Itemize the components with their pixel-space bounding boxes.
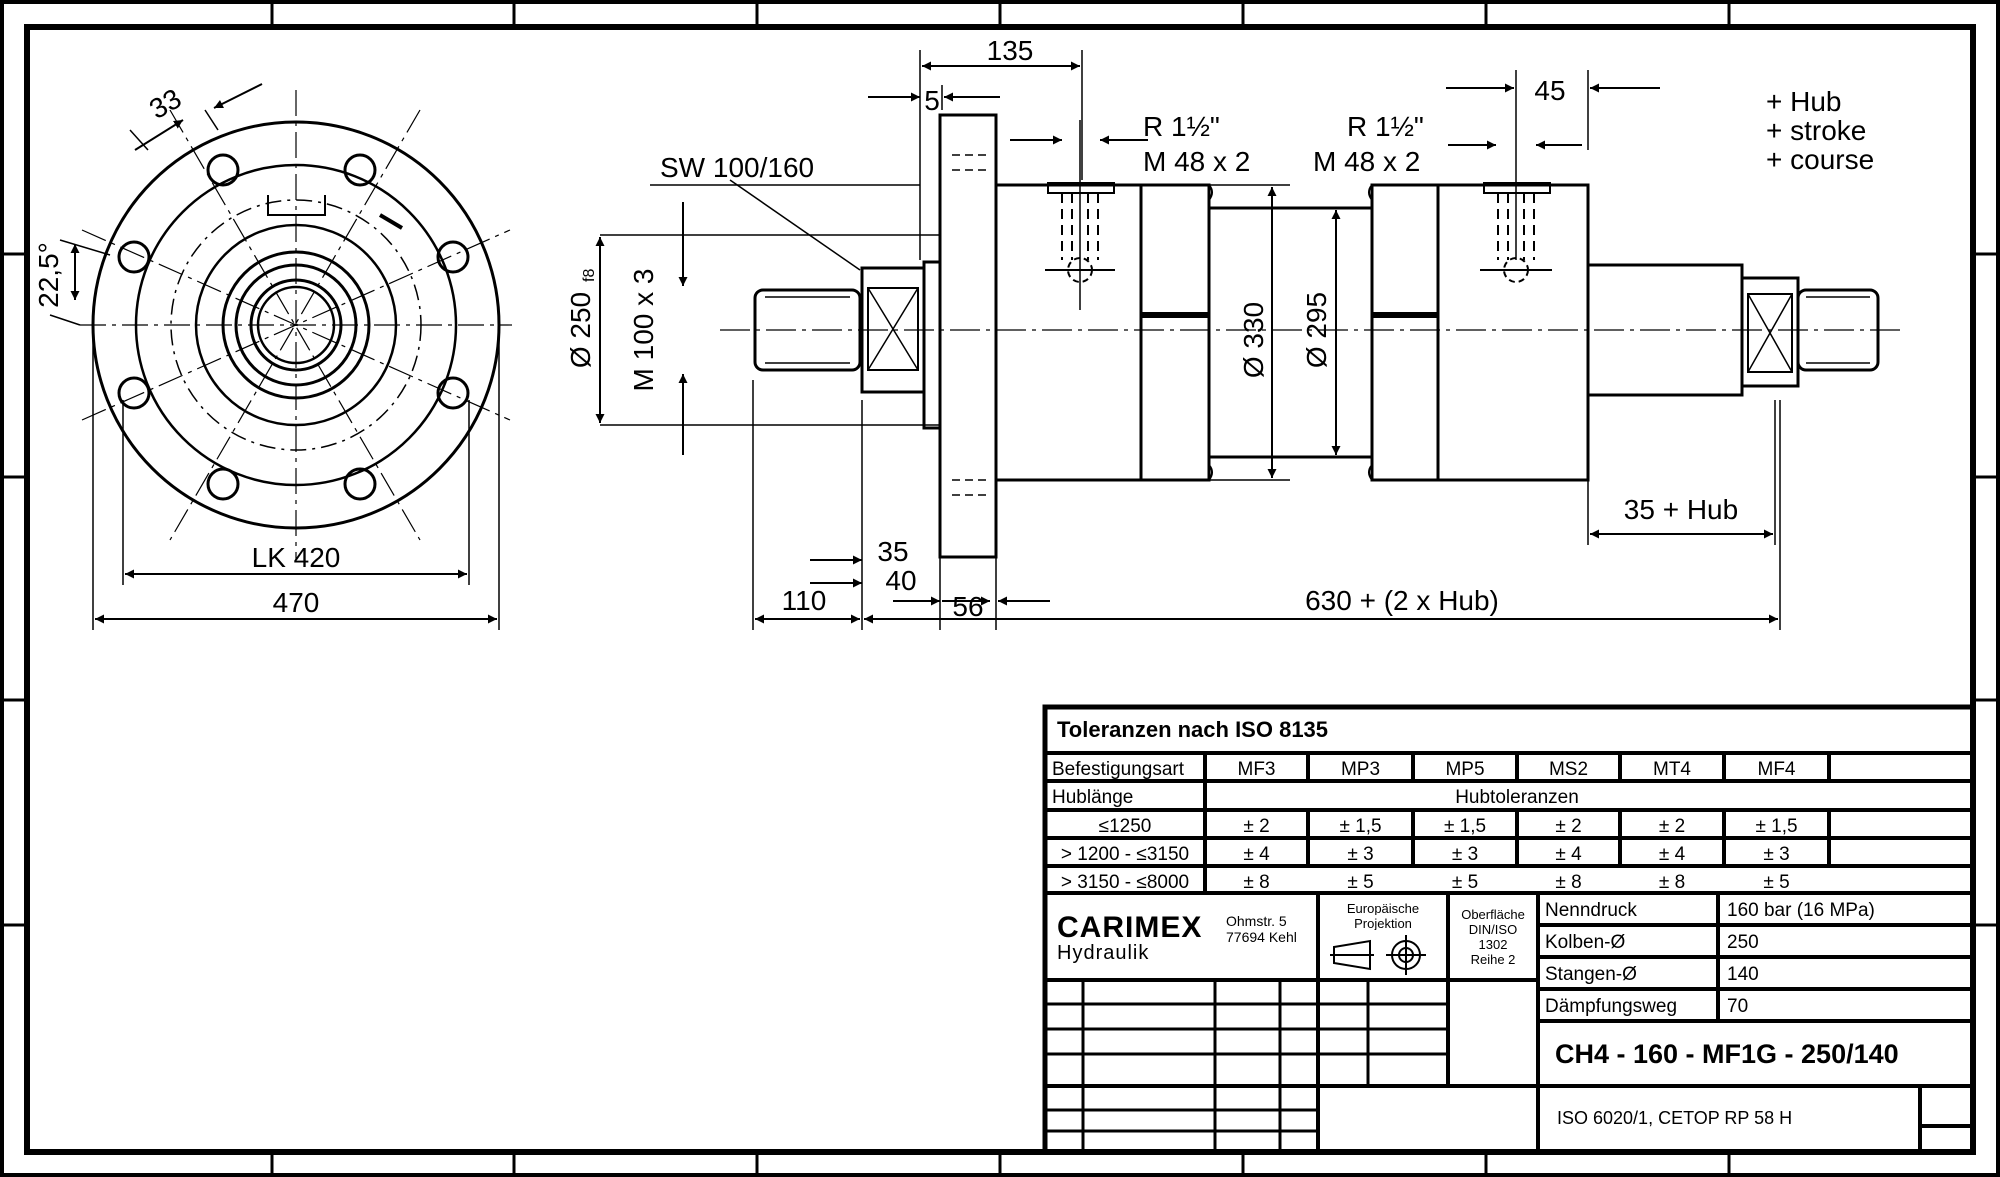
mounting-label: Befestigungsart <box>1052 760 1185 779</box>
projection-line-1: Europäische <box>1346 902 1420 915</box>
spec-value-nominal-pressure: 160 bar (16 MPa) <box>1727 901 1875 920</box>
surface-line-4: Reihe 2 <box>1470 953 1516 966</box>
tolerance-value: ± 8 <box>1555 873 1582 892</box>
dim-bolt-spacing: 33 <box>144 83 186 125</box>
tolerance-range: > 3150 - ≤8000 <box>1060 873 1190 892</box>
spec-label-rod-dia: Stangen-Ø <box>1545 965 1637 984</box>
surface-line-2: DIN/ISO <box>1468 923 1518 936</box>
spec-label-cushion-length: Dämpfungsweg <box>1545 997 1678 1016</box>
tolerance-value: ± 5 <box>1763 873 1790 892</box>
tolerance-value: ± 4 <box>1658 845 1686 864</box>
dim-rear-rod: 35 + Hub <box>1624 494 1738 525</box>
standard-reference: ISO 6020/1, CETOP RP 58 H <box>1557 1109 1793 1127</box>
tolerance-value: ± 1,5 <box>1755 817 1798 836</box>
tolerance-range: ≤1250 <box>1098 817 1152 836</box>
tolerance-value: ± 1,5 <box>1339 817 1382 836</box>
front-view <box>49 83 512 630</box>
port-right-thread-r: R 1½" <box>1347 111 1424 142</box>
dim-bolt-circle: LK 420 <box>252 542 341 573</box>
port-left-thread-r: R 1½" <box>1143 111 1220 142</box>
front-flange <box>938 113 998 559</box>
dim-flange-diameter: 470 <box>273 587 320 618</box>
dia-pilot: Ø 250 <box>565 292 596 368</box>
surface-line-1: Oberfläche <box>1461 908 1525 921</box>
mounting-type: MP3 <box>1340 760 1381 779</box>
tolerance-value: ± 4 <box>1243 845 1270 864</box>
front-view-labels: 33 22,5° LK 420 470 <box>33 83 340 618</box>
wrench-size: SW 100/160 <box>660 152 814 183</box>
stroke-length-label: Hublänge <box>1052 788 1134 807</box>
dim-total-length: 630 + (2 x Hub) <box>1305 585 1499 616</box>
dim-56: 56 <box>952 591 983 622</box>
company-logo: CARIMEX <box>1057 913 1203 943</box>
port-right-thread-m: M 48 x 2 <box>1313 146 1420 177</box>
mounting-type: MF3 <box>1237 760 1276 779</box>
title-block-grid <box>1042 704 1976 1155</box>
mounting-type: MF4 <box>1757 760 1796 779</box>
spec-label-piston-dia: Kolben-Ø <box>1545 933 1626 952</box>
company-city: 77694 Kehl <box>1226 930 1297 944</box>
rear-head <box>1370 183 1440 482</box>
side-view-labels: 135 5 45 R 1½" M 48 x 2 R 1½" M 48 x 2 S… <box>565 35 1874 622</box>
bolt-holes <box>117 153 470 501</box>
company-subtitle: Hydraulik <box>1057 943 1150 963</box>
dim-40: 40 <box>885 565 916 596</box>
side-view <box>720 113 1900 559</box>
dim-110: 110 <box>782 585 827 616</box>
dim-flange-thickness: 5 <box>924 85 940 116</box>
side-view-dimensions <box>595 50 1781 630</box>
tolerance-title: Toleranzen nach ISO 8135 <box>1057 719 1329 741</box>
tolerance-value: ± 4 <box>1555 845 1582 864</box>
dia-body: Ø 330 <box>1238 302 1269 378</box>
front-head <box>994 183 1143 482</box>
tolerance-value: ± 8 <box>1243 873 1270 892</box>
dim-flange-to-port: 135 <box>987 35 1034 66</box>
spec-value-cushion-length: 70 <box>1727 997 1749 1016</box>
spec-value-rod-dia: 140 <box>1727 965 1759 984</box>
stroke-note-1: + Hub <box>1766 86 1842 117</box>
mounting-type: MS2 <box>1548 760 1589 779</box>
projection-symbol-icon <box>1330 935 1426 975</box>
tolerance-value: ± 3 <box>1763 845 1790 864</box>
company-street: Ohmstr. 5 <box>1226 914 1287 928</box>
title-block: Toleranzen nach ISO 8135 Befestigungsart… <box>1045 707 1973 1152</box>
stroke-note-2: + stroke <box>1766 115 1866 146</box>
rod-thread: M 100 x 3 <box>628 269 659 392</box>
tolerance-value: ± 3 <box>1347 845 1374 864</box>
mounting-type: MT4 <box>1653 760 1691 779</box>
stroke-note-3: + course <box>1766 144 1874 175</box>
tolerance-range: > 1200 - ≤3150 <box>1060 845 1190 864</box>
tolerance-value: ± 1,5 <box>1443 817 1487 836</box>
tolerance-value: ± 5 <box>1451 873 1479 892</box>
tolerance-value: ± 3 <box>1451 845 1479 864</box>
surface-line-3: 1302 <box>1478 938 1508 951</box>
tolerance-value: ± 2 <box>1243 817 1270 836</box>
projection-line-2: Projektion <box>1354 917 1412 930</box>
spec-label-nominal-pressure: Nenndruck <box>1545 901 1637 920</box>
dia-tube: Ø 295 <box>1301 292 1332 368</box>
dia-pilot-tolerance: f8 <box>581 269 598 282</box>
dim-35: 35 <box>877 536 908 567</box>
spec-value-piston-dia: 250 <box>1727 933 1759 952</box>
tolerance-value: ± 5 <box>1347 873 1374 892</box>
tolerance-value: ± 8 <box>1658 873 1686 892</box>
dim-port-offset: 45 <box>1534 75 1565 106</box>
mounting-type: MP5 <box>1445 760 1485 779</box>
stroke-tolerances-label: Hubtoleranzen <box>1455 788 1579 807</box>
tolerance-value: ± 2 <box>1658 817 1686 836</box>
cylinder-tube <box>1209 206 1372 459</box>
tolerance-value: ± 2 <box>1555 817 1582 836</box>
port-left-thread-m: M 48 x 2 <box>1143 146 1250 177</box>
part-number: CH4 - 160 - MF1G - 250/140 <box>1555 1041 1899 1068</box>
dim-angle: 22,5° <box>33 242 64 308</box>
